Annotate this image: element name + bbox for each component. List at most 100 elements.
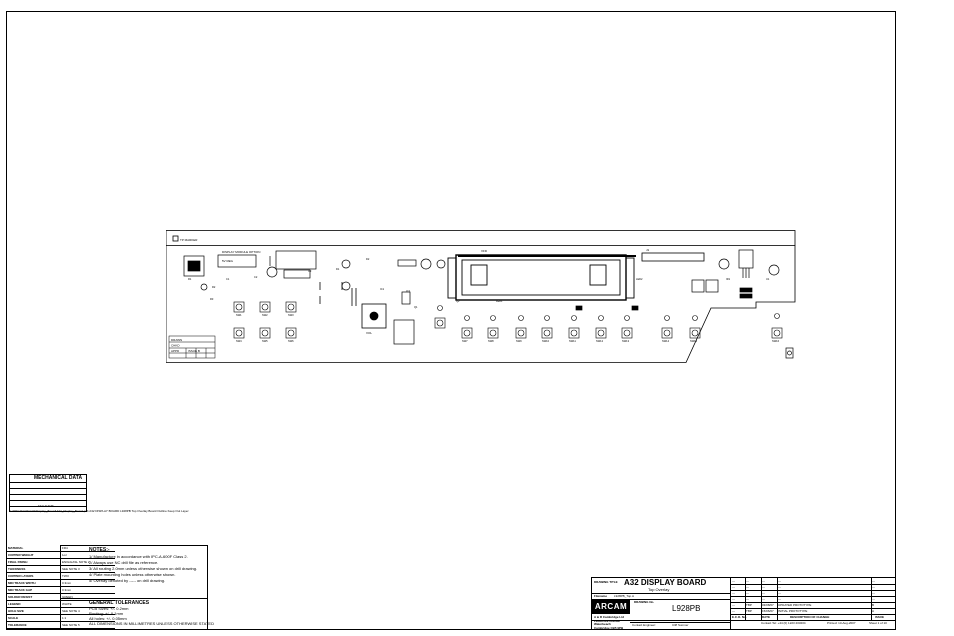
notes-title: NOTES:- [89, 547, 110, 553]
switch-label-sw6: SW6 [288, 339, 294, 343]
ref-label-c3: C3 [308, 269, 312, 273]
notes-box: NOTES:- 1/ Manufacture in accordance wit… [60, 545, 214, 630]
spec-row: HOLE SIZE SEE NOTE 4 [7, 608, 115, 615]
rev-cell-iss: --- [872, 585, 875, 589]
switch-label-sw16: SW16 [772, 339, 780, 343]
arcam-logo: ARCAM [592, 599, 630, 614]
switch-label-sw15: SW15 [690, 339, 698, 343]
rev-header-date: DATE [762, 614, 770, 619]
spec-key: MIN TRACK WIDTH [8, 581, 36, 585]
rev-cell-ecn: --- [746, 591, 749, 595]
ref-label-led1: LED1 [496, 299, 503, 303]
switch-label-sw13: SW13 [622, 339, 630, 343]
rev-header-desc: DESCRIPTION OF CHANGE [790, 614, 830, 619]
spec-key: SOLDER RESIST [8, 595, 33, 599]
bottom-jack [785, 347, 794, 359]
switch-label-sw14: SW14 [662, 339, 670, 343]
board-top-strip [166, 230, 796, 246]
rev-cell-by: --- [732, 609, 735, 613]
spec-value: 0.3mm [62, 588, 72, 592]
rev-cell-iss: A [872, 609, 875, 613]
drawing-number: L928PB [672, 604, 701, 613]
spec-key: THICKNESS [8, 567, 26, 571]
volume-encoder [361, 303, 387, 329]
notes-list: 1/ Manufacture in accordance with IPC-A-… [89, 555, 197, 585]
spec-value: SEE NOTE 5 [62, 623, 80, 627]
rev-cell-by: --- [732, 585, 735, 589]
rev-cell-iss: --- [872, 579, 875, 583]
spec-value: SEE NOTE 3 [62, 567, 80, 571]
push-switches [233, 301, 783, 339]
spec-key: TOLERANCE [8, 623, 27, 627]
note-line: 1/ Manufacture in accordance with IPC-A-… [89, 554, 188, 559]
rev-cell-by: --- [732, 591, 735, 595]
spec-value: 1:1 [62, 616, 67, 620]
spec-value: SEE NOTE 4 [62, 609, 80, 613]
company-line: Waterbeach [594, 622, 611, 626]
rev-cell-iss: --- [872, 591, 875, 595]
rev-cell-date: 03/08/07 [762, 603, 774, 607]
tolerance-title: GENERAL TOLERANCES [89, 600, 150, 606]
right-header [641, 252, 705, 262]
board-outline [166, 245, 796, 363]
ref-label-c1: C1 [226, 277, 230, 281]
note-line: 5/ Overlay denoted by ----- on drill dra… [89, 578, 166, 583]
spec-key: MIN TRACK GAP [8, 588, 33, 592]
switch-label-sw5: SW5 [262, 339, 268, 343]
drawing-subtitle: Top Overlay [648, 587, 670, 592]
ref-label-r1: R1 [188, 277, 192, 281]
switch-label-sw7: SW7 [462, 339, 468, 343]
file-path: G:\PROJECTS\A32\Display_Board\A32_Displa… [9, 510, 189, 513]
ref-label-ic2: IC2 [406, 289, 411, 293]
rev-cell-by: --- [732, 603, 735, 607]
small-ics [393, 259, 753, 345]
ref-label-q1: Q1 [414, 305, 418, 309]
fiducial-label: TP MARKER [180, 238, 198, 242]
ref-label-r3: R3 [210, 297, 214, 301]
spec-value: GREEN [62, 595, 73, 599]
spec-key: COPPER LAYERS [8, 574, 34, 578]
spec-key: COPPER WEIGHT [8, 553, 34, 557]
rev-chkd: CHKD [171, 344, 180, 348]
drawing-title: A32 DISPLAY BOARD [624, 578, 707, 587]
ref-label-c2: C2 [254, 275, 258, 279]
ref-label-ic1: IC1 [380, 287, 385, 291]
rev-cell-date: --- [762, 585, 765, 589]
rev-cell-ecn: --- [746, 579, 749, 583]
rev-cell-desc: --- [778, 585, 781, 589]
title-block: DRAWING TITLE A32 DISPLAY BOARD Top Over… [591, 577, 896, 630]
spec-value: TWO [62, 574, 69, 578]
drawing-frame [6, 11, 896, 630]
spec-row: THICKNESS SEE NOTE 3 [7, 566, 115, 573]
ref-label-d2: D2 [366, 257, 370, 261]
revision-box [168, 335, 216, 359]
footer-sheet: Sheet 1 of 10 [869, 621, 887, 625]
ref-label-r2: R2 [212, 285, 216, 289]
rev-cell-ecn: --- [746, 585, 749, 589]
company-line: A & R Cambridge Ltd [594, 615, 625, 619]
rev-cell-desc: --- [778, 591, 781, 595]
ref-label-ir1: IR1 [726, 277, 731, 281]
rev-cell-date: --- [762, 591, 765, 595]
spec-row: TOLERANCE SEE NOTE 5 [7, 622, 115, 629]
company-line: Cambridge CB5 9PB [594, 625, 624, 630]
switch-label-sw2: SW2 [262, 313, 268, 317]
switch-label-sw1: SW1 [236, 313, 242, 317]
regulator-label: 5V REG [222, 259, 234, 263]
note-line: 2/ Always use NC drill file as reference… [89, 560, 159, 565]
spec-value: 1oz [62, 553, 67, 557]
rev-cell-iss: --- [872, 597, 875, 601]
tolerance-line: PCB Sizes: +/- 0.2mm [89, 606, 129, 611]
note-line: 4/ Plate mounting holes unless otherwise… [89, 572, 176, 577]
spec-row: COPPER WEIGHT 1oz [7, 552, 115, 559]
mechanical-title: MECHANICAL DATA [34, 475, 83, 481]
mechanical-data-table: MECHANICAL DATA [9, 474, 87, 512]
spec-key: HOLE SIZE [8, 609, 24, 613]
tolerance-line: ALL DIMENSIONS IN MILLIMETRES UNLESS OTH… [89, 621, 214, 626]
